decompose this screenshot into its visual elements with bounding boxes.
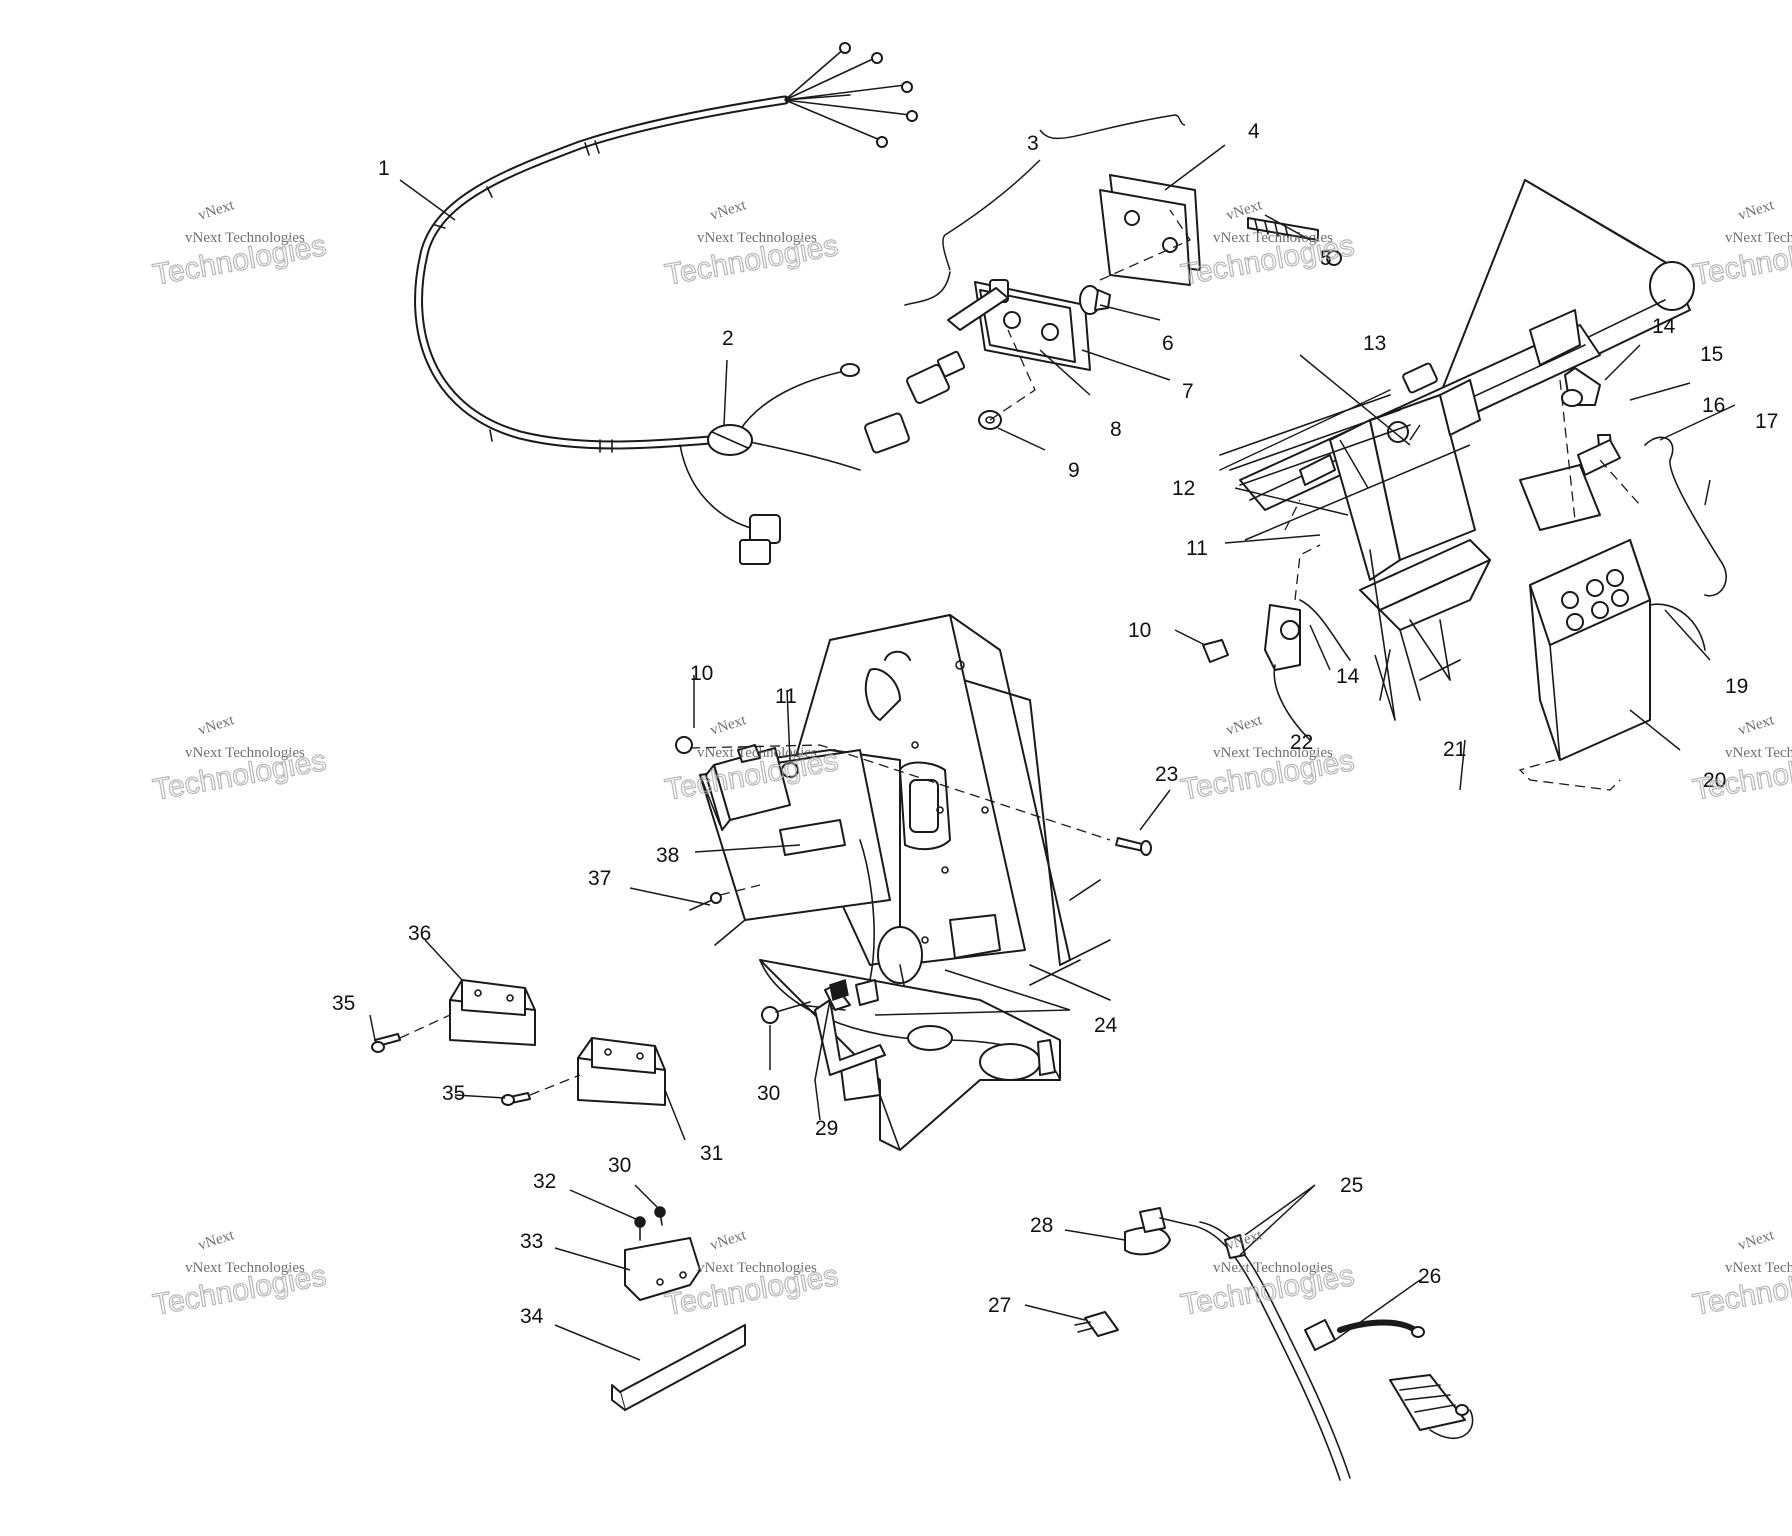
callout-38: 38 bbox=[656, 844, 679, 867]
callout-21: 21 bbox=[1443, 738, 1466, 761]
callout-11-upper: 11 bbox=[1186, 537, 1208, 560]
engine-mount-plate bbox=[699, 614, 1111, 1001]
watermark-r3c1: vNext vNext Technologies Technologies bbox=[150, 1227, 329, 1322]
svg-text:vNext: vNext bbox=[1224, 712, 1265, 739]
frame-section bbox=[1219, 179, 1695, 721]
svg-text:vNext Technologies: vNext Technologies bbox=[185, 230, 305, 246]
bracket-29 bbox=[761, 979, 886, 1081]
svg-text:vNext Technologies: vNext Technologies bbox=[185, 1260, 305, 1276]
wiring-harness bbox=[414, 42, 918, 565]
svg-text:vNext: vNext bbox=[708, 1227, 749, 1254]
callout-20: 20 bbox=[1703, 769, 1726, 792]
callout-16: 16 bbox=[1702, 394, 1725, 417]
watermark-r3c3: vNext vNext Technologies Technologies bbox=[1178, 1227, 1357, 1322]
callout-3: 3 bbox=[1027, 132, 1039, 155]
callout-33: 33 bbox=[520, 1230, 543, 1253]
callout-labels: 1 2 3 4 5 6 7 8 9 10 11 12 13 14 15 16 1… bbox=[332, 120, 1778, 1328]
callout-27: 27 bbox=[988, 1294, 1011, 1317]
svg-text:vNext: vNext bbox=[1736, 1227, 1777, 1254]
callout-12: 12 bbox=[1172, 477, 1195, 500]
svg-text:vNext: vNext bbox=[1736, 197, 1777, 224]
callout-35-upper: 35 bbox=[332, 992, 355, 1015]
callout-32: 32 bbox=[533, 1170, 556, 1193]
lower-left-bracket bbox=[611, 1206, 746, 1411]
callout-1: 1 bbox=[378, 157, 390, 180]
callout-4: 4 bbox=[1248, 120, 1260, 143]
callout-8: 8 bbox=[1110, 418, 1122, 441]
callout-31: 31 bbox=[700, 1142, 723, 1165]
swing-base bbox=[759, 959, 1061, 1151]
svg-text:vNext: vNext bbox=[708, 712, 749, 739]
callout-10-upper: 10 bbox=[1128, 619, 1151, 642]
callout-29: 29 bbox=[815, 1117, 838, 1140]
watermark-r1c4: vNext vNext Technologies Technologies bbox=[1690, 197, 1792, 292]
callout-30-center: 30 bbox=[757, 1082, 780, 1105]
watermark-r2c1: vNext vNext Technologies Technologies bbox=[150, 712, 329, 807]
callout-26: 26 bbox=[1418, 1265, 1441, 1288]
svg-text:vNext: vNext bbox=[1736, 712, 1777, 739]
svg-text:vNext: vNext bbox=[708, 197, 749, 224]
callout-34: 34 bbox=[520, 1305, 544, 1328]
svg-text:vNext Technologies: vNext Technologies bbox=[1213, 745, 1333, 761]
callout-17: 17 bbox=[1755, 410, 1778, 433]
svg-text:vNext: vNext bbox=[196, 197, 237, 224]
tail-light-assembly bbox=[904, 174, 1342, 430]
callout-13: 13 bbox=[1363, 332, 1386, 355]
callout-9: 9 bbox=[1068, 459, 1080, 482]
battery-group bbox=[1518, 367, 1727, 791]
watermark-r1c2: vNext vNext Technologies Technologies bbox=[662, 197, 841, 292]
callout-22: 22 bbox=[1290, 731, 1313, 754]
watermark-r2c3: vNext vNext Technologies Technologies bbox=[1178, 712, 1357, 807]
module-blocks bbox=[371, 979, 666, 1106]
svg-text:vNext Technologies: vNext Technologies bbox=[1725, 230, 1792, 246]
svg-text:vNext: vNext bbox=[196, 712, 237, 739]
svg-text:vNext Technologies: vNext Technologies bbox=[185, 745, 305, 761]
callout-5: 5 bbox=[1320, 247, 1332, 270]
cdi-box bbox=[675, 736, 1111, 841]
callout-2: 2 bbox=[722, 327, 734, 350]
svg-text:vNext: vNext bbox=[196, 1227, 237, 1254]
svg-text:vNext Technologies: vNext Technologies bbox=[1725, 1260, 1792, 1276]
callout-23: 23 bbox=[1155, 763, 1178, 786]
callout-14-lower: 14 bbox=[1336, 665, 1360, 688]
callout-35-lower: 35 bbox=[442, 1082, 465, 1105]
harness-connector bbox=[707, 424, 753, 456]
fasteners-center bbox=[689, 837, 1152, 911]
callout-37: 37 bbox=[588, 867, 611, 890]
cable-assembly bbox=[1074, 1207, 1474, 1481]
callout-36: 36 bbox=[408, 922, 431, 945]
callout-14-upper: 14 bbox=[1652, 315, 1676, 338]
callout-28: 28 bbox=[1030, 1214, 1053, 1237]
callout-11-lower: 11 bbox=[775, 685, 797, 708]
callout-6: 6 bbox=[1162, 332, 1174, 355]
callout-7: 7 bbox=[1182, 380, 1194, 403]
svg-text:vNext Technologies: vNext Technologies bbox=[1213, 230, 1333, 246]
svg-text:vNext Technologies: vNext Technologies bbox=[697, 745, 817, 761]
callout-15: 15 bbox=[1700, 343, 1723, 366]
watermark-r2c4: vNext vNext Technologies Technologies bbox=[1690, 712, 1792, 807]
callout-10-lower: 10 bbox=[690, 662, 713, 685]
svg-text:vNext Technologies: vNext Technologies bbox=[697, 1260, 817, 1276]
callout-30-lower: 30 bbox=[608, 1154, 631, 1177]
solenoid-bracket bbox=[1202, 544, 1351, 741]
leader-lines bbox=[369, 114, 1736, 1361]
watermark-r1c1: vNext vNext Technologies Technologies bbox=[150, 197, 329, 292]
svg-text:vNext Technologies: vNext Technologies bbox=[1213, 1260, 1333, 1276]
callout-24: 24 bbox=[1094, 1014, 1118, 1037]
svg-text:vNext Technologies: vNext Technologies bbox=[1725, 745, 1792, 761]
watermark-r1c3: vNext vNext Technologies Technologies bbox=[1178, 197, 1357, 292]
watermark-r3c4: vNext vNext Technologies Technologies bbox=[1690, 1227, 1792, 1322]
callout-25: 25 bbox=[1340, 1174, 1363, 1197]
svg-text:vNext Technologies: vNext Technologies bbox=[697, 230, 817, 246]
callout-19: 19 bbox=[1725, 675, 1748, 698]
